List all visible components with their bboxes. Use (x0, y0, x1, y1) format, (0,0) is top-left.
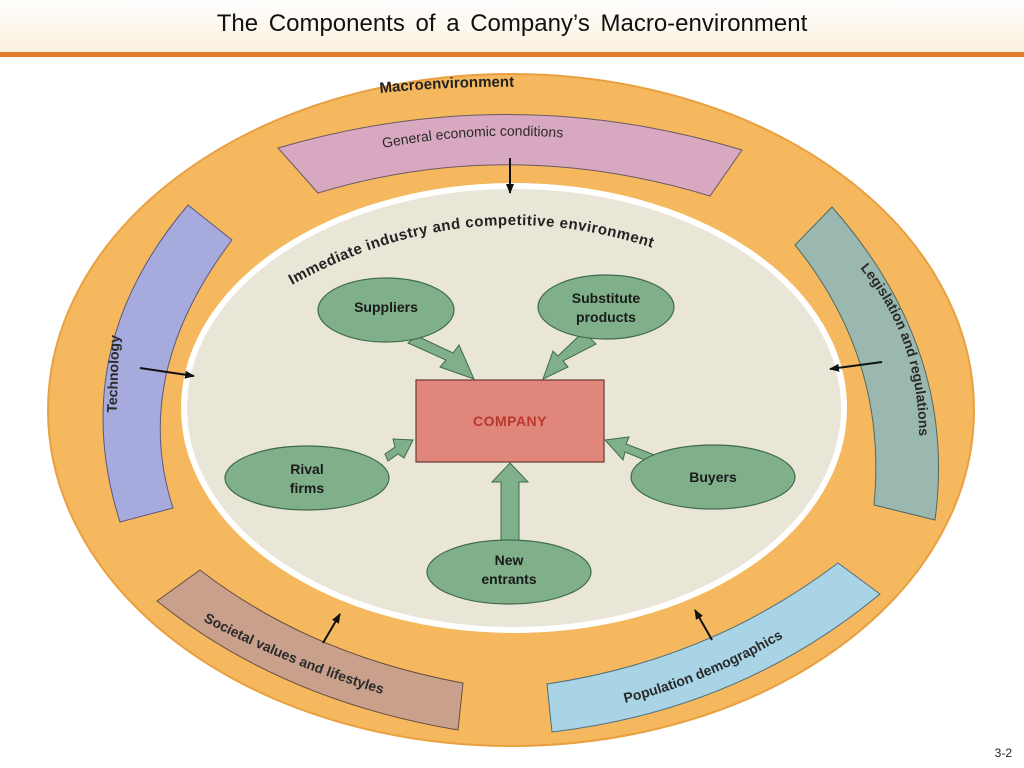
substitutes-arrow (542, 330, 597, 380)
suppliers-label: Suppliers (354, 299, 418, 315)
suppliers-arrow (407, 335, 475, 380)
technology-band (102, 204, 233, 523)
new-entrants-node (426, 539, 592, 605)
technology-label: Technology (104, 335, 123, 413)
rival-firms-label-line2: firms (290, 480, 324, 496)
legislation-arrow (829, 361, 883, 372)
societal-values-band (156, 569, 464, 731)
technology-arrow (139, 367, 195, 379)
rivals-arrow (384, 438, 414, 462)
substitute-products-label-line1: Substitute (572, 290, 641, 306)
new-entrants-label-line2: entrants (481, 571, 536, 587)
population-demographics-band (546, 562, 881, 733)
title-underline (0, 52, 1024, 57)
substitute-products-node (537, 274, 675, 340)
new-entrants-arrow (490, 462, 530, 549)
buyers-node (630, 444, 796, 510)
rival-firms-node (224, 445, 390, 511)
page-number: 3-2 (994, 746, 1012, 760)
suppliers-node (317, 277, 455, 343)
economic-conditions-band (277, 114, 743, 197)
buyers-label: Buyers (689, 469, 737, 485)
title-bar (0, 0, 1024, 54)
societal-arrow (322, 613, 341, 644)
new-entrants-label-line1: New (495, 552, 524, 568)
substitute-products-label-line2: products (576, 309, 636, 325)
slide-title: The Components of a Company’s Macro-envi… (216, 10, 808, 37)
company-label: COMPANY (473, 413, 547, 429)
company-box (415, 379, 605, 463)
demographics-arrow (694, 609, 713, 641)
rival-firms-label-line1: Rival (290, 461, 323, 477)
